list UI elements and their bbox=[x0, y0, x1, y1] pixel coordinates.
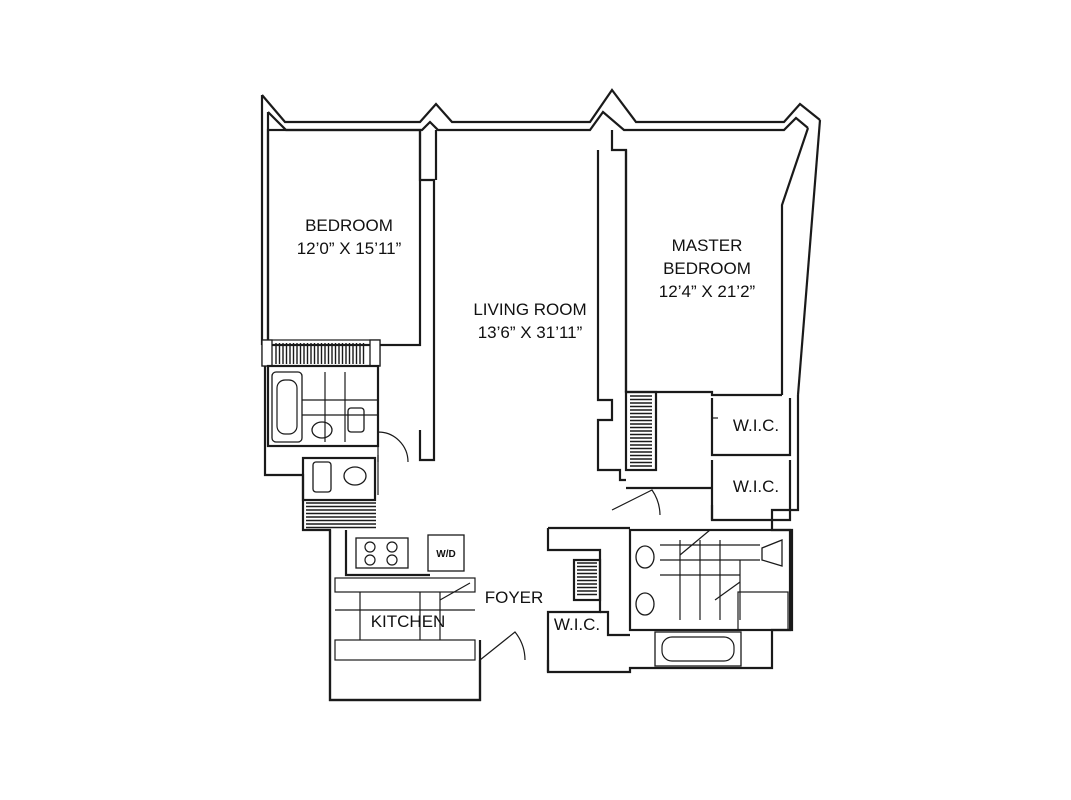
kitchen-walls bbox=[328, 530, 482, 702]
door-icon bbox=[439, 582, 471, 601]
bedroom-label: BEDROOM bbox=[305, 216, 393, 235]
master-bedroom-label-line1: MASTER bbox=[672, 236, 743, 255]
foyer-walls bbox=[546, 526, 630, 672]
master-bedroom-size: 12’4” X 21’2” bbox=[659, 282, 756, 301]
hall-closet-hatching bbox=[306, 502, 376, 529]
wic-closet-2 bbox=[626, 460, 792, 522]
toilet-icon bbox=[347, 407, 365, 433]
living-room-label: LIVING ROOM bbox=[473, 300, 586, 319]
bedroom-outline bbox=[266, 128, 422, 347]
living-room-size: 13’6” X 31’11” bbox=[478, 323, 583, 342]
toilet-icon bbox=[761, 539, 783, 567]
doors bbox=[377, 431, 741, 661]
wic-label-1: W.I.C. bbox=[733, 416, 779, 435]
door-icon bbox=[611, 489, 661, 516]
powder-room bbox=[301, 455, 379, 502]
closet-hatching bbox=[275, 343, 365, 364]
washer-dryer-icon bbox=[427, 534, 465, 572]
bathroom-left bbox=[266, 364, 380, 448]
door-icon bbox=[377, 431, 409, 463]
toilet-icon bbox=[312, 461, 332, 493]
master-bedroom-label-line2: BEDROOM bbox=[663, 259, 751, 278]
bedroom-size: 12’0” X 15’11” bbox=[297, 239, 402, 258]
master-bedroom-walls bbox=[624, 150, 782, 397]
wic-foyer-label: W.I.C. bbox=[554, 615, 600, 634]
room-labels: BEDROOM 12’0” X 15’11” LIVING ROOM 13’6”… bbox=[297, 216, 779, 634]
door-icon bbox=[679, 529, 711, 556]
living-room-walls bbox=[596, 130, 628, 482]
foyer-closet bbox=[572, 558, 602, 602]
sink-icon bbox=[635, 592, 655, 616]
sink-icon bbox=[311, 421, 333, 439]
foyer-closet-hatching bbox=[577, 562, 597, 596]
stove-icon bbox=[355, 537, 409, 569]
sink-icon bbox=[635, 545, 655, 569]
master-bathroom bbox=[628, 528, 792, 667]
washer-dryer-label: W/D bbox=[436, 549, 455, 560]
sink-icon bbox=[343, 466, 367, 486]
wic-closet-1 bbox=[710, 398, 792, 457]
foyer-label: FOYER bbox=[485, 588, 544, 607]
bedroom-walls bbox=[266, 128, 438, 462]
living-closet-hatching bbox=[630, 395, 652, 467]
kitchen-label: KITCHEN bbox=[371, 612, 446, 631]
door-icon bbox=[479, 631, 526, 661]
bathtub-icon bbox=[271, 371, 303, 443]
wic-label-2: W.I.C. bbox=[733, 477, 779, 496]
door-icon bbox=[714, 581, 741, 601]
